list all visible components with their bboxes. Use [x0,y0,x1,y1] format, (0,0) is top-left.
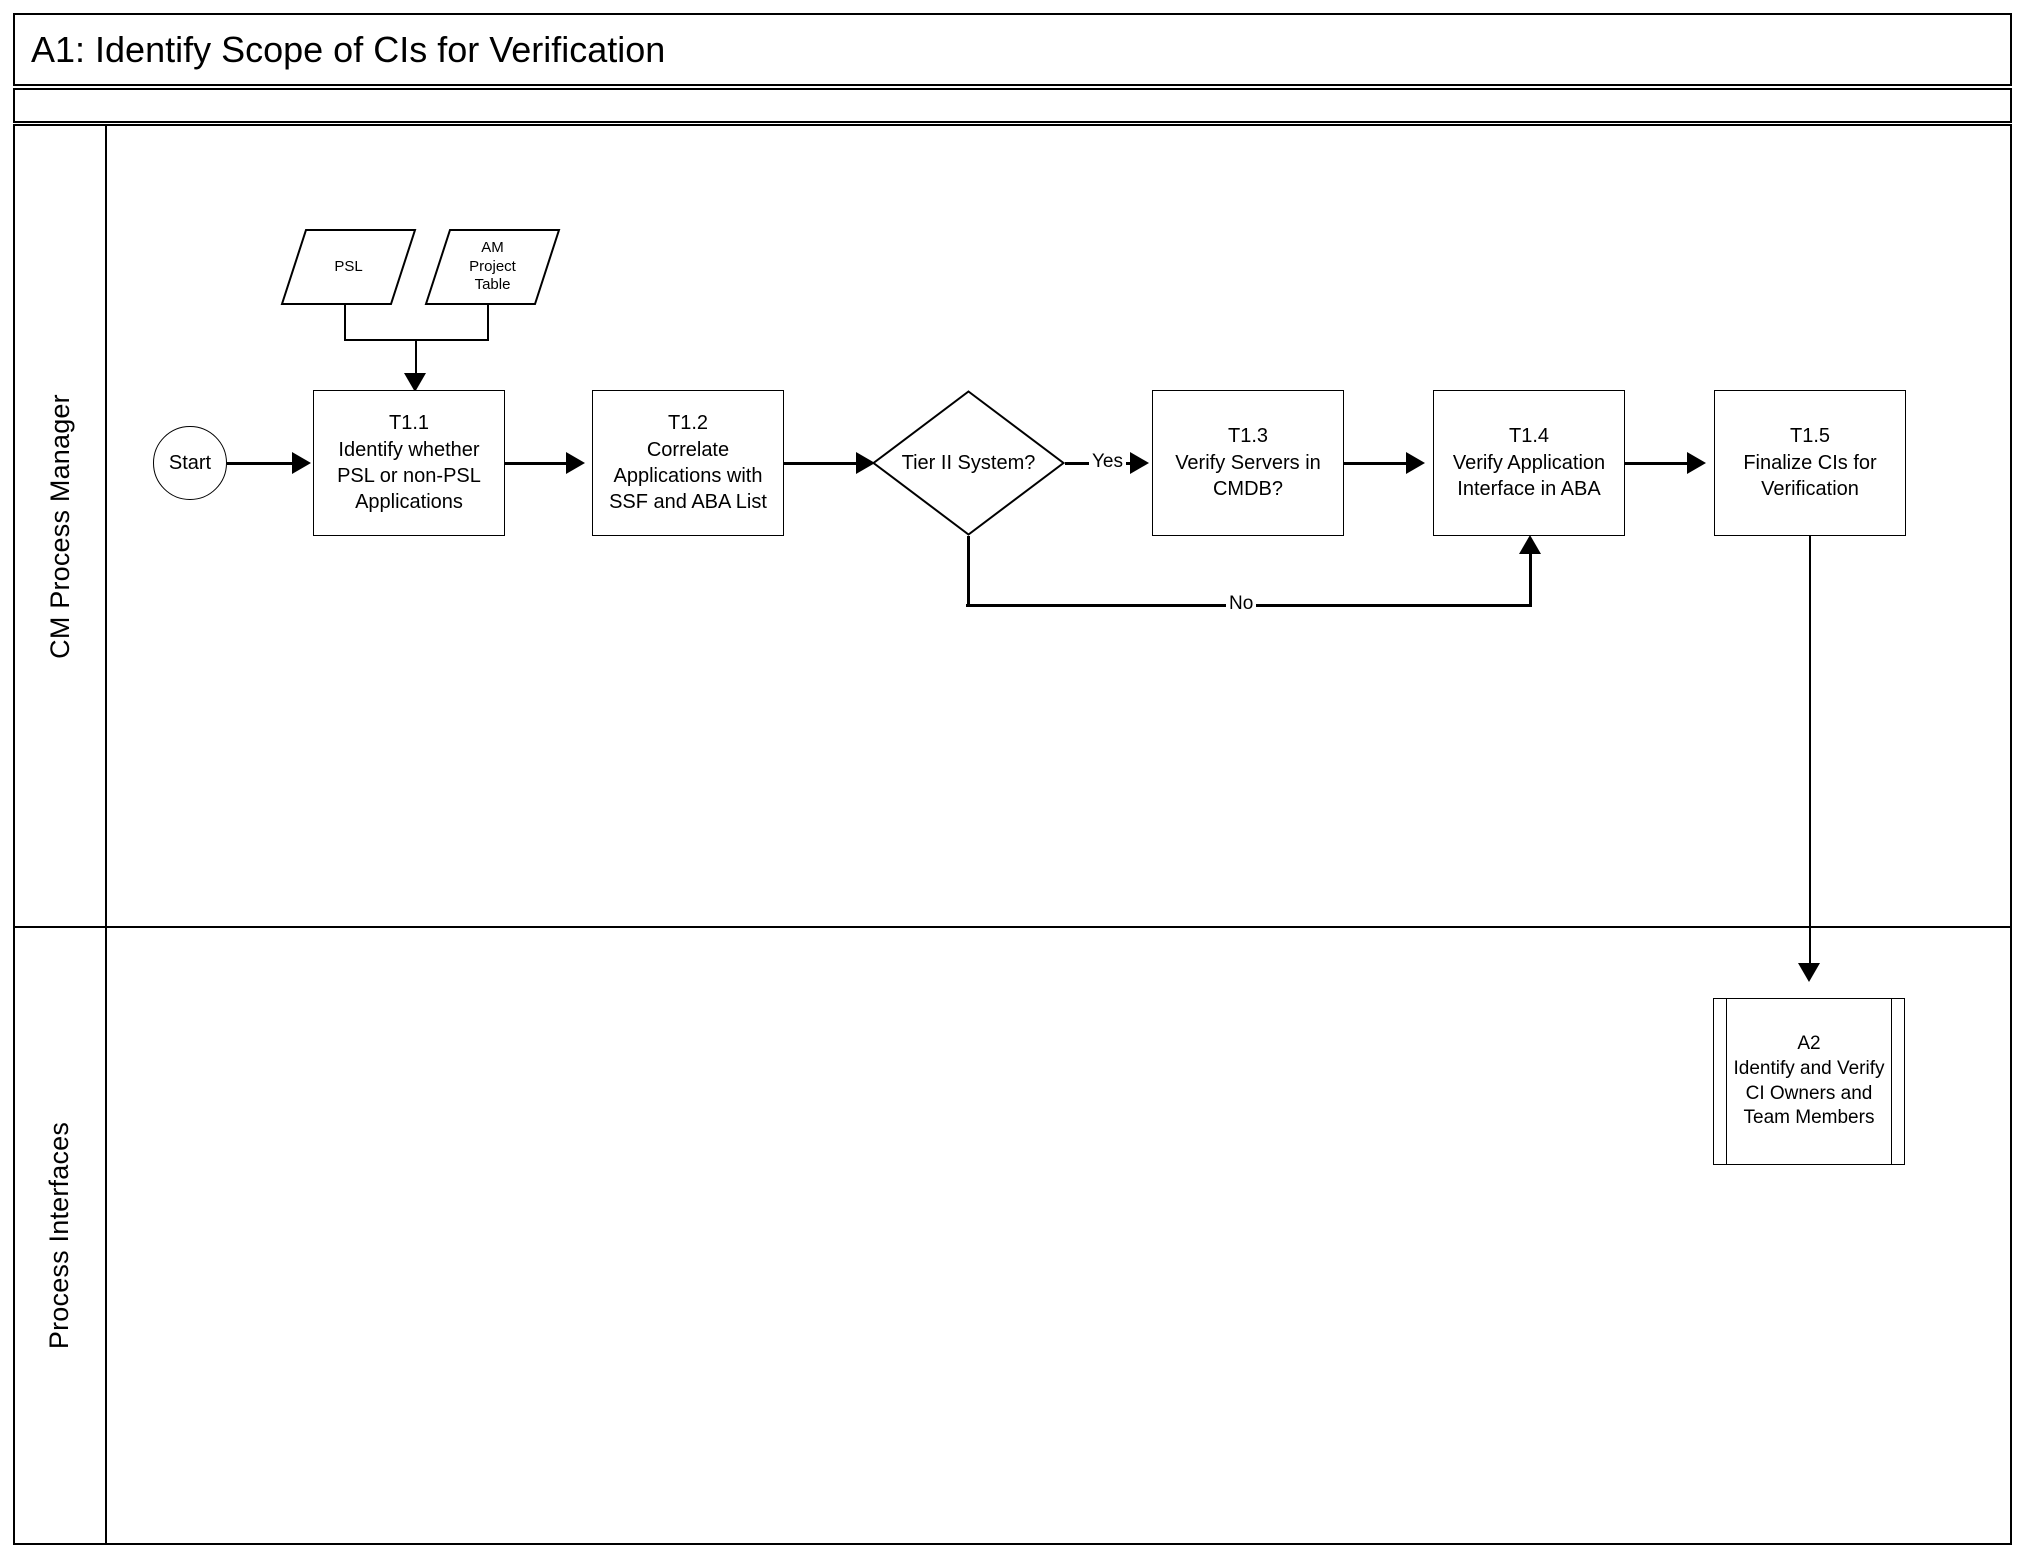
connector-psl-down [344,303,346,339]
arrowhead-decision-no-to-t14 [1519,535,1541,554]
lane-row-divider [15,926,2010,928]
subprocess-node-id: A2 [1797,1033,1821,1055]
arrowhead-inputs-to-t11 [404,373,426,392]
lane-label-column-divider [105,126,107,1543]
lane-label-cm-process-manager: CM Process Manager [15,126,105,926]
parallelogram-icon [280,229,417,305]
connector-decision-no-down [967,536,970,607]
connector-t13-to-t14 [1344,462,1407,465]
process-node-t11[interactable]: T1.1 Identify whether PSL or non-PSL App… [313,390,505,536]
start-node[interactable]: Start [153,426,227,500]
subprocess-node-text: Identify and Verify CI Owners and Team M… [1733,1057,1885,1129]
start-label: Start [168,451,212,474]
data-shape-label: AM Project Table [469,239,516,295]
lane-label-text: Process Interfaces [44,1121,75,1350]
process-node-text: Verify Application Interface in ABA [1452,451,1606,501]
connector-decision-no-up [1529,553,1532,607]
data-shape-label-line1: AM [481,238,504,256]
process-node-t14[interactable]: T1.4 Verify Application Interface in ABA [1433,390,1625,536]
arrowhead-decision-yes [1130,452,1149,474]
header-band [13,88,2012,123]
process-node-id: T1.3 [1227,425,1269,448]
diagram-title-bar: A1: Identify Scope of CIs for Verificati… [13,13,2012,86]
data-shape-label: PSL [334,257,363,275]
connector-t12-to-decision [784,462,858,465]
connector-t11-to-t12 [505,462,567,465]
connector-am-down [487,303,489,339]
page-title: A1: Identify Scope of CIs for Verificati… [31,28,666,70]
arrowhead-t12-to-decision [856,452,875,474]
decision-node-tier-ii-system[interactable]: Tier II System? [872,390,1065,536]
process-node-text: Finalize CIs for Verification [1743,451,1877,501]
process-node-t15[interactable]: T1.5 Finalize CIs for Verification [1714,390,1906,536]
process-node-t13[interactable]: T1.3 Verify Servers in CMDB? [1152,390,1344,536]
lane-label-process-interfaces: Process Interfaces [15,926,105,1545]
parallelogram-icon [424,229,561,305]
process-node-t12[interactable]: T1.2 Correlate Applications with SSF and… [592,390,784,536]
data-shape-label-line2: Project [469,257,516,275]
subprocess-label: A2 Identify and Verify CI Owners and Tea… [1714,1032,1904,1131]
diamond-icon [872,390,1065,536]
data-shape-label-line3: Table [474,276,511,294]
edge-label-no: No [1226,594,1257,613]
data-shape-am-project-table[interactable]: AM Project Table [424,228,561,306]
decision-node-label: Tier II System? [901,451,1036,474]
arrowhead-t13-to-t14 [1406,452,1425,474]
edge-label-yes: Yes [1089,452,1126,471]
predefined-process-left-bar [1726,998,1727,1165]
connector-start-to-t11 [227,462,293,465]
process-node-text: Verify Servers in CMDB? [1175,451,1321,501]
arrowhead-start-to-t11 [292,452,311,474]
process-node-id: T1.2 [667,412,709,435]
predefined-process-right-bar [1891,998,1892,1165]
connector-inputs-to-t11 [415,339,417,374]
connector-t14-to-t15 [1625,462,1688,465]
arrowhead-t11-to-t12 [566,452,585,474]
process-node-id: T1.4 [1508,425,1550,448]
swimlane-frame: CM Process Manager Process Interfaces [13,124,2012,1545]
subprocess-node-a2[interactable]: A2 Identify and Verify CI Owners and Tea… [1713,998,1905,1165]
process-node-id: T1.5 [1789,425,1831,448]
connector-t15-to-a2 [1809,536,1811,965]
arrowhead-t14-to-t15 [1687,452,1706,474]
process-node-text: Correlate Applications with SSF and ABA … [609,438,767,514]
process-node-text: Identify whether PSL or non-PSL Applicat… [337,438,481,514]
process-node-id: T1.1 [388,412,430,435]
arrowhead-t15-to-a2 [1798,963,1820,982]
lane-label-text: CM Process Manager [44,393,75,659]
data-shape-psl[interactable]: PSL [280,228,417,306]
